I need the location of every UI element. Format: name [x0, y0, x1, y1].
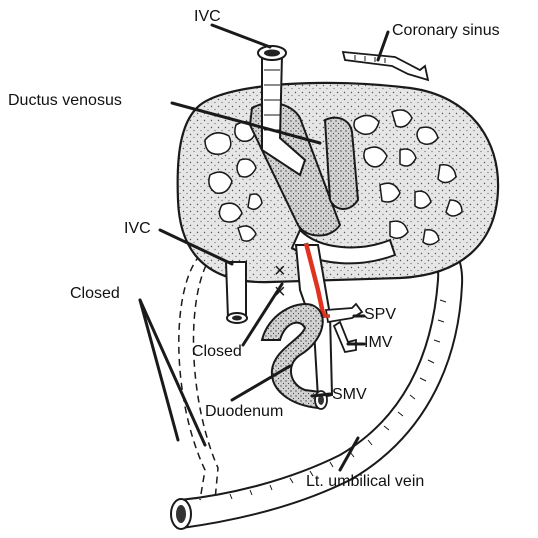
- inferior-mesenteric-vein: [334, 322, 356, 352]
- duodenum: [262, 304, 323, 408]
- label-duodenum: Duodenum: [205, 403, 283, 421]
- ligation-mark-1: ×: [274, 260, 286, 282]
- label-imv: IMV: [364, 334, 392, 352]
- label-ivc-left: IVC: [124, 220, 151, 238]
- ivc-lower: [226, 262, 246, 318]
- label-ivc-top: IVC: [194, 8, 221, 26]
- label-closed-center: Closed: [192, 343, 242, 361]
- label-ductus-venosus: Ductus venosus: [8, 92, 122, 110]
- label-spv: SPV: [364, 306, 396, 324]
- label-lt-umbilical-vein: Lt. umbilical vein: [306, 473, 424, 491]
- label-smv: SMV: [332, 386, 367, 404]
- label-coronary-sinus: Coronary sinus: [392, 22, 500, 40]
- splenic-vein: [326, 304, 362, 322]
- coronary-sinus: [343, 52, 428, 80]
- label-closed-left: Closed: [70, 285, 120, 303]
- closed-vessel-left: [179, 255, 205, 500]
